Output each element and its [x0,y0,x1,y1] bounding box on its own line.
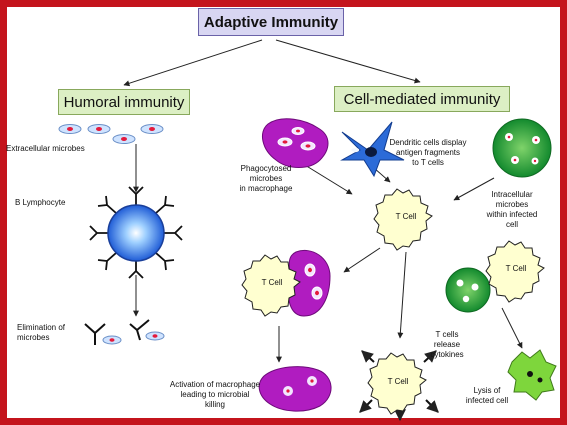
label-b-lymphocyte: B Lymphocyte [15,198,66,207]
t-cell-icon-cytokine [359,350,439,422]
arrow-infected-to-tcell [453,177,495,201]
lysed-cell-icon [507,349,557,401]
label-intracellular-microbes: Intracellular microbes within infected c… [486,190,538,229]
humoral-immunity-header: Humoral immunity [58,89,190,115]
macrophage-killing-icon [258,366,332,412]
label-elimination-of-microbes: Elimination of microbes [17,323,66,342]
cell-mediated-immunity-header: Cell-mediated immunity [334,86,510,112]
t-cell-icon-right [485,240,545,303]
infected-cell-lower-icon [445,267,491,313]
infected-cell-icon [492,118,552,178]
arrow-tcell-to-macrophage-activation [343,247,381,273]
arrow-tcell-to-cytokine-tcell [397,251,407,339]
label-lysis-of-infected-cell: Lysis of infected cell [465,386,509,405]
t-cell-icon-left [241,254,301,317]
extracellular-microbes-icon [58,124,164,144]
arrow-macrophage-to-tcell [299,161,353,195]
label-t-cells-release-cytokines: T cells release cytokines [430,330,464,359]
t-cell-label-cytokine: T Cell [387,377,409,386]
t-cell-icon-center [373,188,433,251]
label-dendritic-cells: Dendritic cells display antigen fragment… [389,138,467,167]
arrows [123,39,523,363]
b-lymphocyte-icon [89,186,183,279]
diagram-title: Adaptive Immunity [198,8,344,36]
arrow-to-lysis [501,307,523,349]
label-phagocytosed-microbes: Phagocytosed microbes in macrophage [239,164,293,193]
t-cell-label-left: T Cell [261,278,283,287]
label-extracellular-microbes: Extracellular microbes [6,144,85,153]
arrow-dendritic-to-tcell [373,167,391,183]
dendritic-cell-icon [340,121,405,178]
macrophage-activated-icon [288,250,331,317]
arrow-title-to-humoral [123,39,263,87]
macrophage-icon [261,118,329,168]
t-cell-label-right: T Cell [505,264,527,273]
t-cell-label-center: T Cell [395,212,417,221]
arrow-title-to-cell-mediated [275,39,421,84]
label-activation-of-macrophage: Activation of macrophage leading to micr… [169,380,261,409]
antibodies-icon [84,319,165,345]
